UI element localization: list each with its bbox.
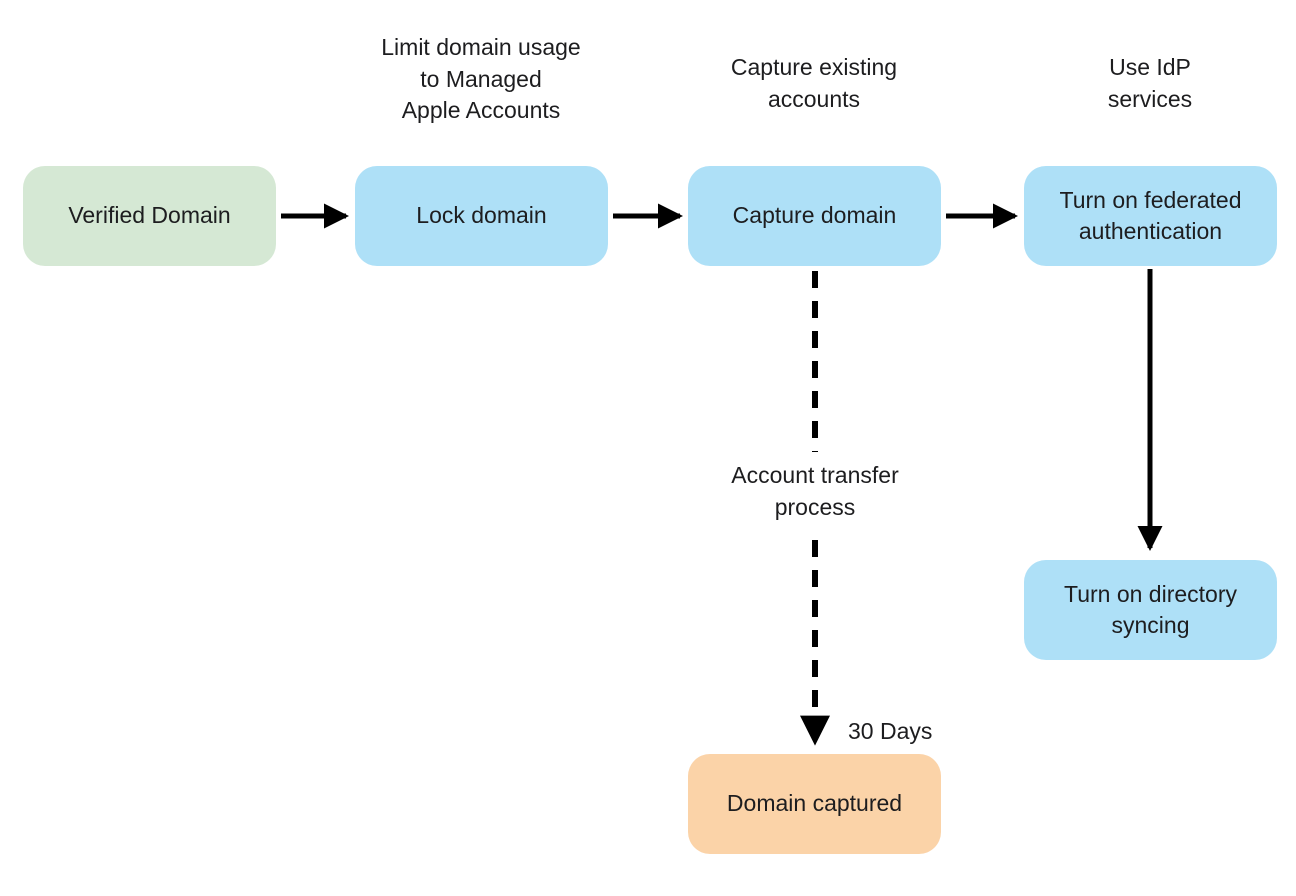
- node-capture-domain: Capture domain: [688, 166, 941, 266]
- node-capture-domain-label: Capture domain: [732, 202, 897, 229]
- annotation-30-days: 30 Days: [848, 718, 933, 744]
- node-federated-auth-label: Turn on federated authentication: [1059, 186, 1242, 244]
- node-domain-captured-label: Domain captured: [726, 790, 903, 817]
- node-lock-domain: Lock domain: [355, 166, 608, 266]
- annotation-limit-domain-usage: Limit domain usage to Managed Apple Acco…: [381, 34, 581, 124]
- node-verified-domain-label: Verified Domain: [68, 202, 231, 229]
- annotation-account-transfer-process: Account transfer process: [731, 462, 899, 520]
- annotation-capture-existing-accounts: Capture existing accounts: [730, 54, 898, 112]
- annotation-use-idp-services: Use IdP services: [1107, 54, 1193, 112]
- node-domain-captured: Domain captured: [688, 754, 941, 854]
- node-verified-domain: Verified Domain: [23, 166, 276, 266]
- node-turn-on-federated-authentication: Turn on federated authentication: [1024, 166, 1277, 266]
- node-turn-on-directory-syncing: Turn on directory syncing: [1024, 560, 1277, 660]
- node-directory-syncing-label: Turn on directory syncing: [1064, 580, 1237, 638]
- node-lock-domain-label: Lock domain: [416, 202, 547, 229]
